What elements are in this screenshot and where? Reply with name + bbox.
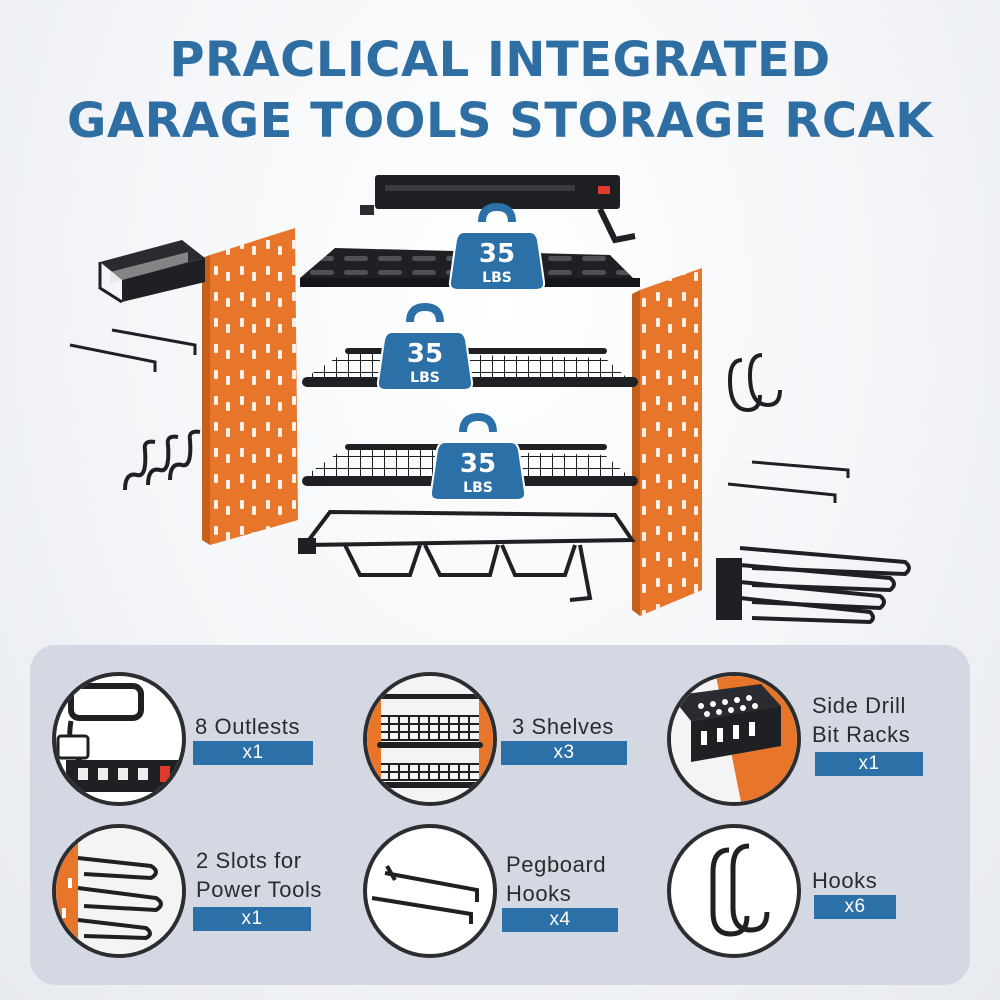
- feature-shelves-qty: x3: [501, 741, 627, 765]
- load-badge-lower: 35 LBS: [429, 412, 527, 501]
- power-tool-slot-frame: [298, 509, 636, 602]
- s-hooks-left: [123, 429, 201, 491]
- drill-bit-rack: [98, 240, 205, 304]
- feature-hooks-label: Hooks: [812, 868, 878, 893]
- wire-shelf-icon: [363, 672, 497, 806]
- load-badge-top: 35 LBS: [448, 202, 546, 291]
- pegboard-hook-icon: [363, 824, 497, 958]
- feature-drill-rack-label-2: Bit Racks: [812, 722, 911, 747]
- power-strip: [360, 175, 636, 244]
- feature-outlets-qty: x1: [193, 741, 313, 765]
- load-badge-top-value: 35: [479, 239, 515, 269]
- power-strip-icon: [52, 672, 186, 806]
- feature-tool-slots-qty: x1: [193, 907, 311, 931]
- tool-slot-rack-right: [716, 546, 911, 625]
- feature-drill-rack-label-1: Side Drill: [812, 693, 907, 718]
- feature-pegboard-hooks-label-1: Pegboard: [506, 852, 607, 877]
- load-badge-lower-value: 35: [460, 449, 496, 479]
- feature-hooks-qty: x6: [814, 895, 896, 919]
- load-badge-top-unit: LBS: [482, 270, 512, 286]
- s-hook-icon: [667, 824, 801, 958]
- s-hooks-right: [727, 353, 782, 413]
- load-badge-middle-unit: LBS: [410, 370, 440, 386]
- right-pegboard: [632, 268, 702, 616]
- feature-tool-slots-label-2: Power Tools: [196, 877, 323, 902]
- exploded-rack-illustration: 35 LBS 35 LBS 35 LBS: [69, 175, 911, 625]
- feature-shelves-label: 3 Shelves: [512, 714, 615, 739]
- tool-slot-icon: [52, 824, 186, 958]
- feature-drill-rack-qty: x1: [815, 752, 923, 776]
- features-panel: [30, 645, 970, 985]
- load-badge-middle: 35 LBS: [376, 302, 474, 391]
- pegboard-hooks-right: [727, 460, 850, 503]
- pegboard-hooks-left: [69, 328, 197, 372]
- feature-pegboard-hooks-label-2: Hooks: [506, 881, 572, 906]
- title-line-1: PRACLICAL INTEGRATED: [169, 32, 831, 88]
- load-badge-lower-unit: LBS: [463, 480, 493, 496]
- drill-bit-rack-icon: [667, 672, 801, 806]
- left-pegboard: [202, 228, 298, 545]
- feature-pegboard-hooks-qty: x4: [502, 908, 618, 932]
- load-badge-middle-value: 35: [407, 339, 443, 369]
- feature-outlets-label: 8 Outlests: [195, 714, 301, 739]
- title-line-2: GARAGE TOOLS STORAGE RCAK: [67, 93, 933, 149]
- feature-tool-slots-label-1: 2 Slots for: [196, 848, 302, 873]
